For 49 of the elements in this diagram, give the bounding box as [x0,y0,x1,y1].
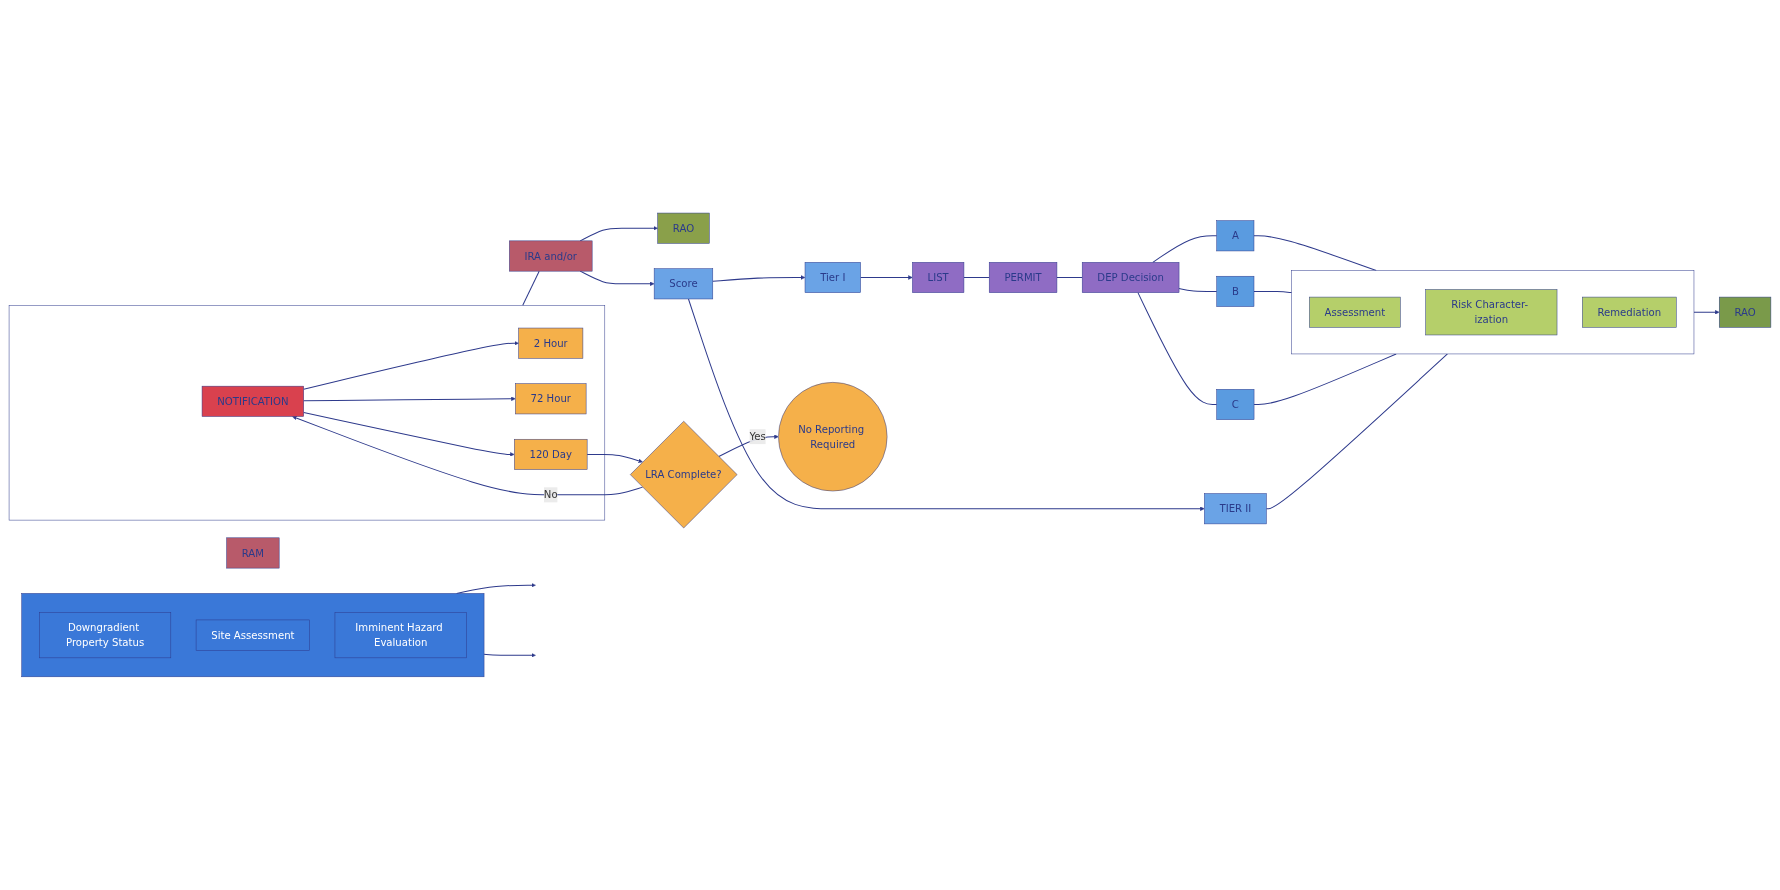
arrow [483,653,536,658]
connector [1178,288,1218,292]
cluster [8,305,606,521]
connector [1137,292,1218,406]
connector [522,270,540,306]
node-box: RAO [657,212,710,244]
arrow [586,453,643,464]
cluster [1291,270,1695,355]
node-box: LIST [912,262,965,293]
node-box: Score [653,268,714,300]
node-box: RAO [1719,296,1772,328]
arrow [292,415,644,496]
edge-label: No [543,488,558,501]
node-box: Risk Character- ization [1425,289,1558,336]
node-box: PERMIT [988,262,1058,293]
connector [1152,235,1218,263]
connector [963,277,990,279]
node-box: 72 Hour [515,383,587,415]
node-box: Remediation [1582,296,1677,328]
edge-label: Yes [749,430,766,443]
connector [1253,235,1377,272]
node-box: Assessment [1309,296,1401,328]
connector [1253,290,1293,294]
arrow [687,298,1205,512]
node-box: C [1216,389,1255,420]
arrow [712,275,806,282]
node-box: A [1216,220,1255,252]
arrow [718,434,779,458]
arrow [303,411,515,457]
node-box: TIER II [1204,493,1267,525]
node-box: Downgradient Property Status [39,612,172,659]
node-box: 120 Day [514,439,588,470]
arrow [860,275,913,280]
cluster [21,593,485,678]
arrow [303,396,516,402]
node-box: Imminent Hazard Evaluation [334,612,467,659]
node-box: 2 Hour [518,327,584,359]
node-diamond: LRA Complete? [630,421,738,529]
node-box: DEP Decision [1081,262,1180,293]
node-box: IRA and/or [509,240,593,272]
node-box: B [1216,276,1255,307]
arrow [303,341,519,390]
connector [1056,277,1083,279]
node-box: RAM [226,537,280,569]
connector [1265,353,1448,510]
arrow [1693,310,1720,315]
node-box: Site Assessment [195,619,310,651]
node-circle: No Reporting Required [778,382,888,492]
node-box: NOTIFICATION [201,386,304,417]
